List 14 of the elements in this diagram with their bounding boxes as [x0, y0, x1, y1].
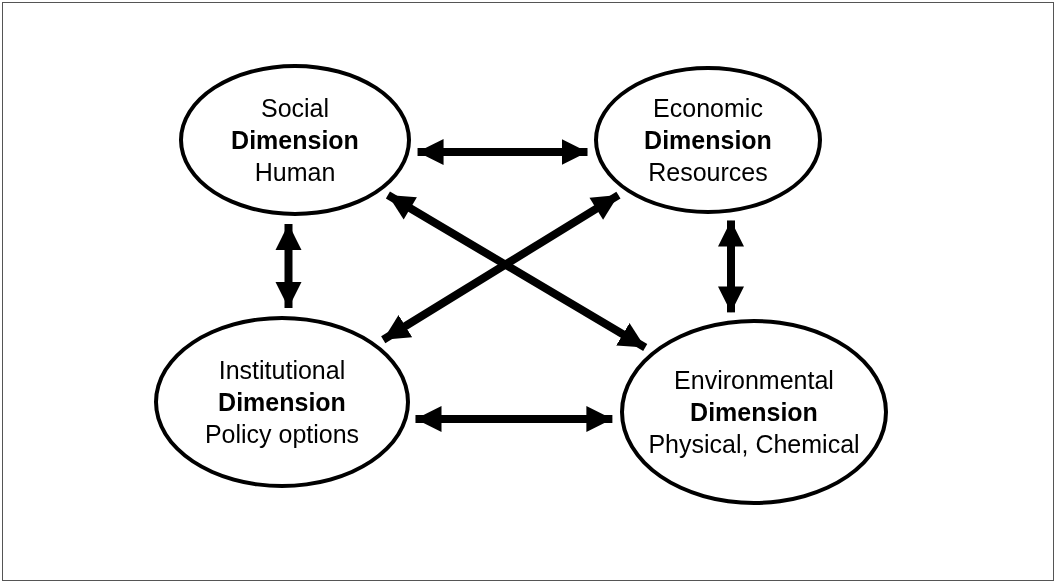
node-heading: Dimension	[690, 397, 818, 428]
node-heading: Dimension	[218, 387, 346, 418]
node-text: Human	[254, 157, 336, 188]
node-text: Economic	[653, 93, 763, 124]
node-text: Resources	[648, 157, 768, 188]
double-arrow	[385, 191, 648, 351]
node-heading: Dimension	[231, 125, 359, 156]
node-text: Environmental	[674, 365, 834, 396]
node-heading: Dimension	[644, 125, 772, 156]
node-text: Institutional	[218, 355, 346, 386]
node-text: Social	[260, 93, 330, 124]
double-arrow	[381, 191, 621, 344]
node-text: Physical, Chemical	[648, 429, 860, 460]
node-text: Policy options	[204, 419, 360, 450]
